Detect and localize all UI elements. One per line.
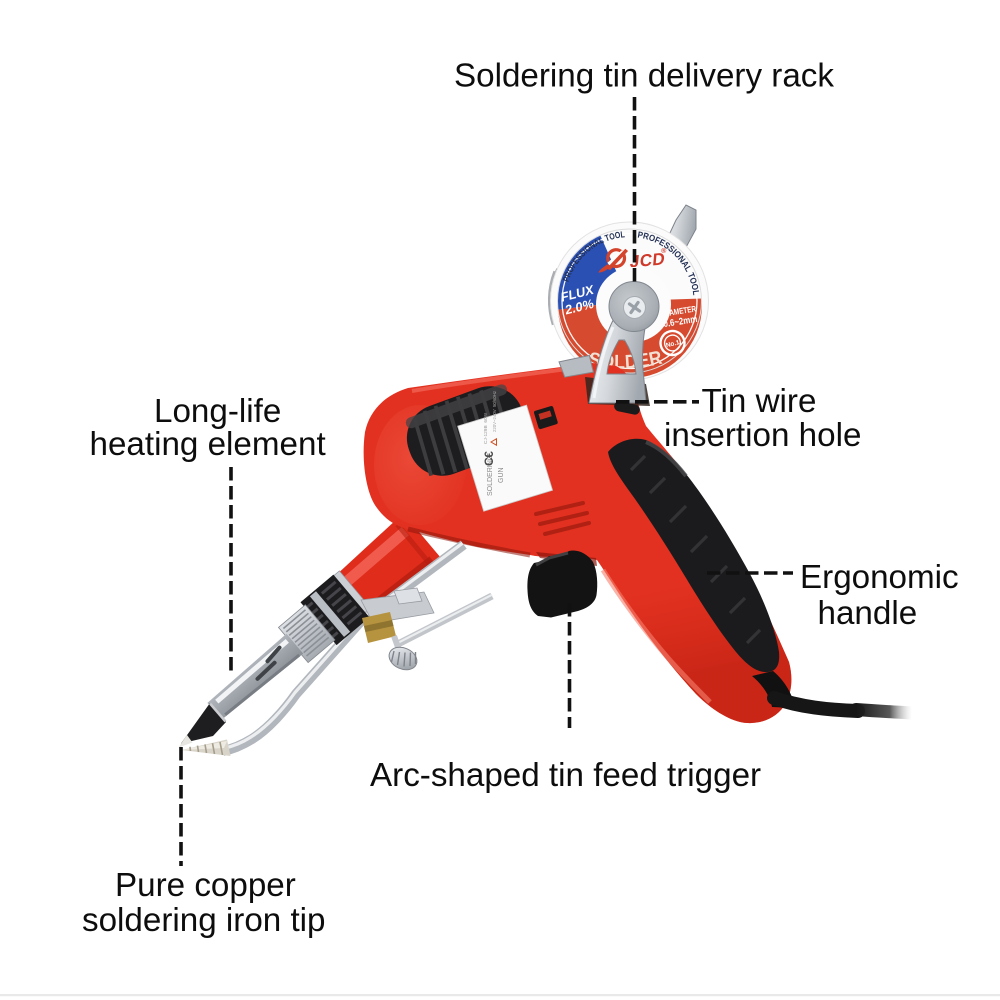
svg-text:Soldering tin delivery rack: Soldering tin delivery rack: [454, 58, 834, 95]
svg-text:soldering iron tip: soldering iron tip: [82, 902, 326, 939]
svg-text:C€: C€: [482, 451, 496, 466]
svg-text:Long-life: Long-life: [154, 393, 281, 430]
svg-text:Pure copper: Pure copper: [115, 867, 296, 904]
svg-text:GUN: GUN: [498, 467, 505, 483]
svg-text:No.1: No.1: [665, 339, 681, 349]
svg-text:Tin wire: Tin wire: [702, 383, 817, 420]
svg-text:CJ-129B 60W: CJ-129B 60W: [483, 412, 489, 444]
svg-text:heating element: heating element: [90, 426, 326, 463]
svg-text:Ergonomic: Ergonomic: [800, 559, 959, 596]
svg-text:Arc-shaped tin feed trigger: Arc-shaped tin feed trigger: [370, 757, 761, 794]
svg-text:®: ®: [661, 247, 668, 255]
svg-text:220V~240V 50/60Hz: 220V~240V 50/60Hz: [492, 391, 497, 432]
svg-text:insertion hole: insertion hole: [664, 417, 861, 454]
svg-text:SOLDERING: SOLDERING: [487, 455, 494, 496]
svg-text:JCD: JCD: [629, 248, 666, 271]
svg-text:2.0%: 2.0%: [562, 296, 596, 318]
svg-text:0.6~2mm: 0.6~2mm: [663, 314, 698, 330]
svg-text:handle: handle: [818, 595, 918, 632]
